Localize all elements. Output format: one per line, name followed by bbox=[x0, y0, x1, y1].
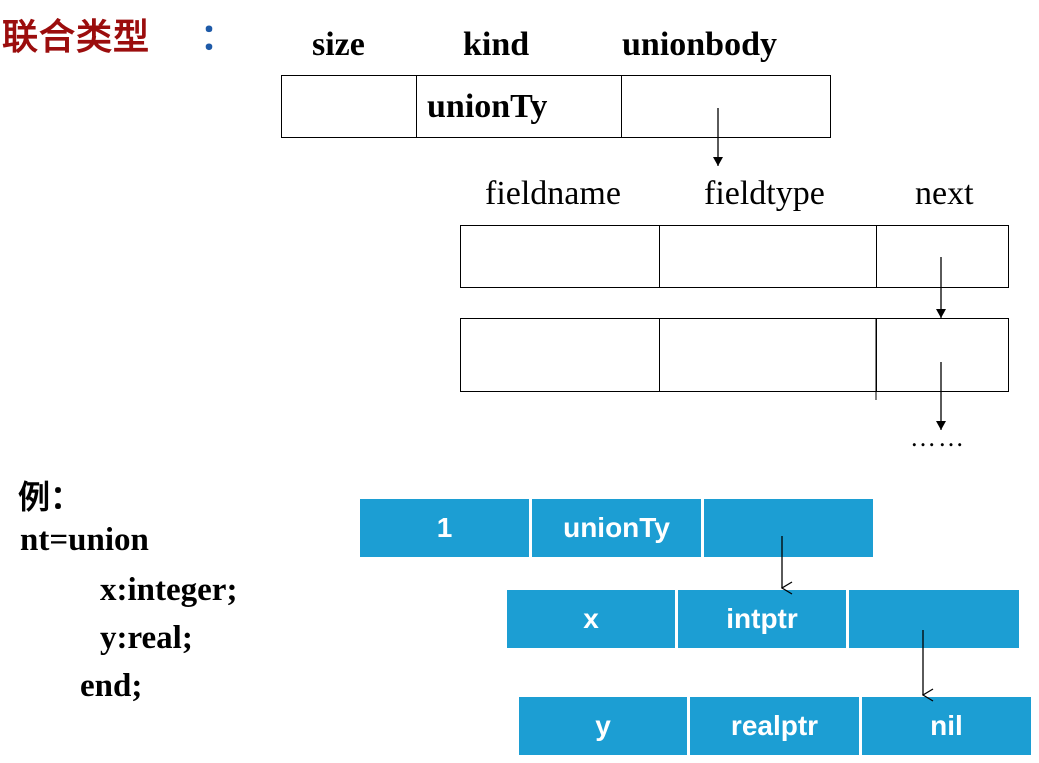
example-row-y-fieldtype: realptr bbox=[690, 697, 859, 755]
example-row-field-y: y realptr nil bbox=[519, 697, 1031, 755]
field2-fieldtype-cell bbox=[659, 318, 877, 392]
example-row-y-fieldname: y bbox=[519, 697, 687, 755]
example-row-field-x: x intptr bbox=[507, 590, 1019, 648]
cell-size bbox=[281, 75, 417, 138]
field2-next-cell bbox=[876, 318, 1009, 392]
next-arrow-2-head bbox=[936, 421, 946, 430]
section-title: 联合类型 bbox=[2, 17, 151, 58]
unionbody-arrow-head bbox=[713, 157, 723, 166]
field1-fieldname-cell bbox=[460, 225, 660, 288]
example-label: 例： bbox=[18, 478, 83, 516]
cell-unionbody bbox=[621, 75, 831, 138]
cell-kind-value: unionTy bbox=[427, 87, 548, 125]
header-kind: kind bbox=[463, 26, 530, 63]
example-row-y-next: nil bbox=[862, 697, 1031, 755]
code-line-1: nt=union bbox=[20, 522, 149, 558]
code-line-2: x:integer; bbox=[100, 572, 238, 608]
header-fieldname: fieldname bbox=[485, 175, 621, 212]
example-row-x-fieldtype: intptr bbox=[678, 590, 846, 648]
example-row-x-fieldname: x bbox=[507, 590, 675, 648]
cell-kind: unionTy bbox=[416, 75, 622, 138]
union-type-table: unionTy bbox=[281, 75, 831, 138]
code-line-4: end; bbox=[80, 668, 143, 704]
header-next: next bbox=[915, 175, 974, 212]
field1-next-cell bbox=[876, 225, 1009, 288]
header-size: size bbox=[312, 26, 365, 63]
next-arrow-1-head bbox=[936, 309, 946, 318]
example-row-x-next bbox=[849, 590, 1019, 648]
section-title-colon: ： bbox=[200, 17, 237, 58]
example-row-union: 1 unionTy bbox=[360, 499, 873, 557]
field-table-1 bbox=[460, 225, 1009, 288]
field-table-2 bbox=[460, 318, 1009, 392]
example-row-union-body bbox=[704, 499, 873, 557]
example-row-union-kind: unionTy bbox=[532, 499, 701, 557]
header-fieldtype: fieldtype bbox=[704, 175, 825, 212]
header-unionbody: unionbody bbox=[622, 26, 777, 63]
continuation-ellipsis: …… bbox=[910, 423, 966, 452]
field2-fieldname-cell bbox=[460, 318, 660, 392]
code-line-3: y:real; bbox=[100, 620, 193, 656]
example-row-union-size: 1 bbox=[360, 499, 529, 557]
